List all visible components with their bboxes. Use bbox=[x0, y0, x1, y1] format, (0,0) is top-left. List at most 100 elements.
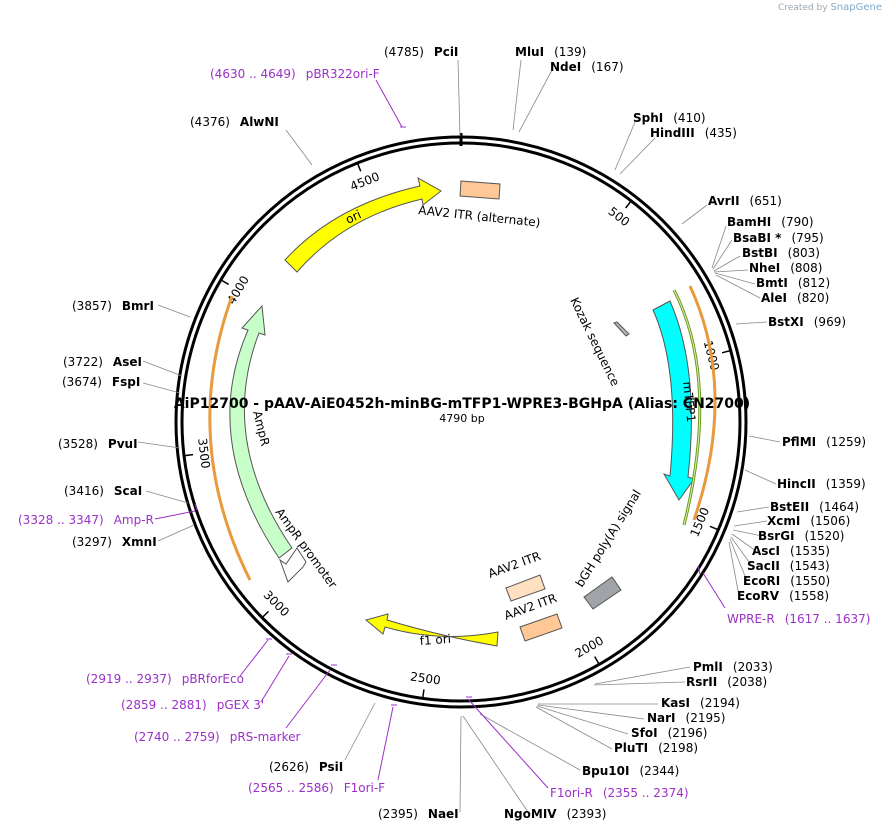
feature-bgh-polya[interactable] bbox=[583, 576, 622, 610]
site-label[interactable]: BstBI(803) bbox=[742, 246, 820, 260]
feature-ampr-promoter[interactable] bbox=[279, 547, 307, 583]
site-label[interactable]: PluTI (2198) bbox=[614, 741, 698, 755]
feature-aav2-itr-orange[interactable] bbox=[519, 613, 563, 642]
site-label[interactable]: RsrII(2038) bbox=[686, 675, 767, 689]
feature-f1-ori[interactable] bbox=[364, 613, 499, 647]
site-label[interactable]: BsaBI *(795) bbox=[733, 231, 824, 245]
orf-green-arrow-outline bbox=[673, 289, 701, 526]
site-label[interactable]: KasI (2194) bbox=[661, 696, 740, 710]
primer-range: (1617 .. 1637) bbox=[785, 612, 871, 626]
site-label[interactable]: EcoRI(1550) bbox=[743, 574, 830, 588]
credit-prefix: Created by bbox=[778, 3, 828, 13]
site-position: (2033) bbox=[733, 660, 773, 674]
primer-range: (2565 .. 2586) bbox=[248, 781, 334, 795]
site-position: (803) bbox=[788, 246, 820, 260]
feature-ori[interactable] bbox=[284, 176, 442, 273]
site-label[interactable]: AscI(1535) bbox=[752, 544, 830, 558]
tick-mark bbox=[356, 162, 362, 172]
site-label[interactable]: MluI(139) bbox=[515, 45, 586, 59]
tick-label: 2000 bbox=[573, 633, 606, 660]
feature-label-ori: ori bbox=[343, 207, 363, 226]
feature-kozak[interactable] bbox=[613, 321, 630, 337]
site-label[interactable]: PmlI(2033) bbox=[693, 660, 773, 674]
primer-name: F1ori-R bbox=[550, 786, 593, 800]
site-name: BsrGI bbox=[758, 529, 795, 543]
site-name: AvrII bbox=[708, 194, 740, 208]
site-label[interactable]: (3722)AseI bbox=[63, 355, 142, 369]
site-position: (1506) bbox=[810, 514, 850, 528]
tick-mark bbox=[721, 349, 731, 354]
primer-label[interactable]: (3328 .. 3347)Amp-R bbox=[18, 513, 154, 527]
site-label[interactable]: HindIII(435) bbox=[650, 126, 737, 140]
feature-aav2-itr-alternate[interactable] bbox=[459, 180, 501, 200]
site-position: (2194) bbox=[700, 696, 740, 710]
tick-label: 3500 bbox=[195, 437, 213, 469]
site-position: (2198) bbox=[658, 741, 698, 755]
tick-mark bbox=[183, 453, 194, 457]
site-position: (3857) bbox=[72, 299, 112, 313]
site-label[interactable]: NgoMIV(2393) bbox=[504, 807, 606, 821]
site-label[interactable]: (4376)AlwNI bbox=[190, 115, 279, 129]
feature-aav2-itr-light[interactable] bbox=[505, 574, 546, 602]
primer-name: Amp-R bbox=[114, 513, 154, 527]
site-position: (1259) bbox=[826, 435, 866, 449]
site-label[interactable]: AvrII(651) bbox=[708, 194, 782, 208]
site-label[interactable]: BamHI(790) bbox=[727, 215, 814, 229]
feature-label-ampr: AmpR bbox=[250, 409, 272, 447]
feature-label-kozak: Kozak sequence bbox=[567, 295, 622, 388]
primer-label[interactable]: (2919 .. 2937)pBRforEco bbox=[86, 672, 244, 686]
site-label[interactable]: NheI(808) bbox=[749, 261, 822, 275]
site-label[interactable]: PflMI(1259) bbox=[782, 435, 866, 449]
site-position: (3674) bbox=[62, 375, 102, 389]
site-label[interactable]: NdeI(167) bbox=[550, 60, 624, 74]
primer-label[interactable]: WPRE-R(1617 .. 1637) bbox=[727, 612, 870, 626]
feature-mtfp1[interactable] bbox=[652, 300, 695, 501]
site-label[interactable]: (3857)BmrI bbox=[72, 299, 154, 313]
site-label[interactable]: (4785)PciI bbox=[384, 45, 458, 59]
primer-labels: (4630 .. 4649)pBR322ori-F WPRE-R(1617 .. … bbox=[18, 67, 870, 800]
site-position: (795) bbox=[791, 231, 823, 245]
tick-label: 1500 bbox=[688, 505, 713, 539]
site-label[interactable]: HincII(1359) bbox=[777, 477, 866, 491]
snapgene-logo: SnapGene bbox=[830, 2, 882, 13]
site-position: (1359) bbox=[826, 477, 866, 491]
site-label[interactable]: (2395)NaeI bbox=[378, 807, 459, 821]
site-label[interactable]: BsrGI(1520) bbox=[758, 529, 844, 543]
site-label[interactable]: XcmI(1506) bbox=[767, 514, 850, 528]
site-position: (969) bbox=[814, 315, 846, 329]
site-name: FspI bbox=[112, 375, 140, 389]
primer-label[interactable]: (2859 .. 2881)pGEX 3' bbox=[121, 698, 264, 712]
site-label[interactable]: BstXI(969) bbox=[768, 315, 846, 329]
primer-label[interactable]: F1ori-R(2355 .. 2374) bbox=[550, 786, 689, 800]
tick-label: 2500 bbox=[409, 670, 441, 688]
primer-range: (4630 .. 4649) bbox=[210, 67, 296, 81]
site-label[interactable]: BmtI(812) bbox=[756, 276, 830, 290]
primer-label[interactable]: (4630 .. 4649)pBR322ori-F bbox=[210, 67, 380, 81]
site-label[interactable]: NarI(2195) bbox=[647, 711, 725, 725]
site-label[interactable]: AleI(820) bbox=[761, 291, 829, 305]
primer-range: (2859 .. 2881) bbox=[121, 698, 207, 712]
primer-name: F1ori-F bbox=[344, 781, 385, 795]
site-label[interactable]: EcoRV(1558) bbox=[737, 589, 829, 603]
site-position: (167) bbox=[591, 60, 623, 74]
site-label[interactable]: SphI(410) bbox=[633, 111, 706, 125]
primer-label[interactable]: (2740 .. 2759)pRS-marker bbox=[134, 730, 300, 744]
site-label[interactable]: SacII(1543) bbox=[747, 559, 830, 573]
feature-ampr[interactable] bbox=[229, 304, 293, 559]
site-name: PluTI bbox=[614, 741, 648, 755]
primer-label[interactable]: (2565 .. 2586) F1ori-F bbox=[248, 781, 385, 795]
site-label[interactable]: (2626)PsiI bbox=[269, 760, 343, 774]
site-label[interactable]: Bpu10I(2344) bbox=[582, 764, 679, 778]
feature-label-f1-ori: f1 ori bbox=[419, 632, 451, 648]
site-position: (1550) bbox=[790, 574, 830, 588]
site-label[interactable]: SfoI(2196) bbox=[631, 726, 707, 740]
site-label[interactable]: BstEII(1464) bbox=[770, 500, 859, 514]
feature-label-mtfp1: mTFP1 bbox=[680, 381, 698, 423]
site-label[interactable]: (3416)ScaI bbox=[64, 484, 142, 498]
site-label[interactable]: (3528)PvuI bbox=[58, 437, 138, 451]
site-label[interactable]: (3297)XmnI bbox=[72, 535, 157, 549]
site-label[interactable]: (3674) FspI bbox=[62, 375, 140, 389]
site-name: KasI bbox=[661, 696, 690, 710]
site-position: (2195) bbox=[686, 711, 726, 725]
tick-mark bbox=[421, 689, 425, 699]
